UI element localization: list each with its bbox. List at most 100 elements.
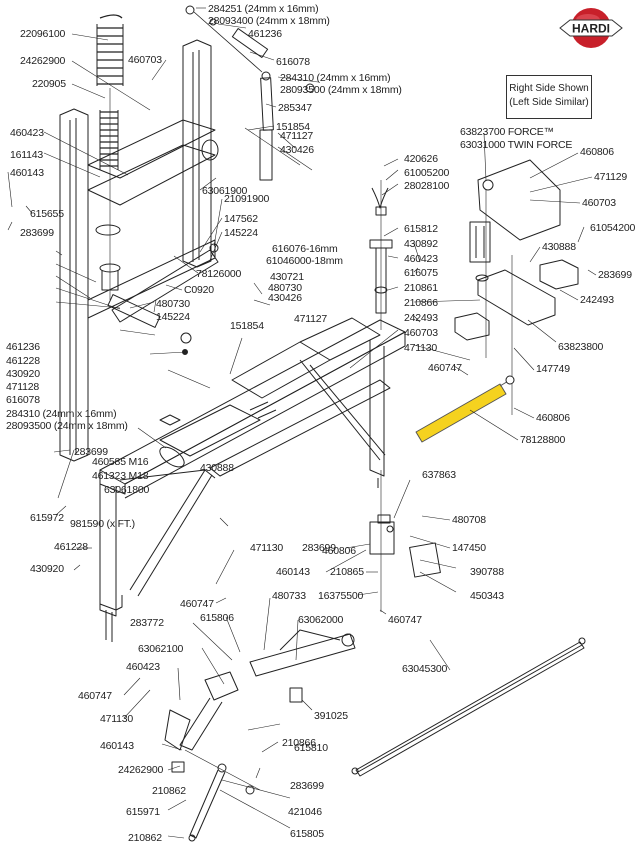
part-label-p460806b: 460806: [536, 412, 570, 424]
part-label-p22096100: 22096100: [20, 28, 66, 40]
part-label-pC0920: C0920: [184, 284, 214, 296]
part-label-p460703c: 460703: [582, 197, 616, 209]
part-label-p461228a: 461228: [6, 355, 40, 367]
part-label-p63823700: 63823700 FORCE™: [460, 126, 554, 138]
part-label-p450343: 450343: [470, 590, 504, 602]
part-label-p63062000: 63062000: [298, 614, 344, 626]
hardi-logo-icon: HARDI: [559, 8, 623, 48]
part-label-p61054200: 61054200: [590, 222, 636, 234]
part-label-p480730b: 480730: [156, 298, 190, 310]
part-label-p430892: 430892: [404, 238, 438, 250]
part-label-p615972: 615972: [30, 512, 64, 524]
part-label-p461228b: 461228: [54, 541, 88, 553]
part-label-p210861: 210861: [404, 282, 438, 294]
part-label-p461236b: 461236: [6, 341, 40, 353]
part-label-p28093400: 28093400 (24mm x 18mm): [208, 15, 330, 27]
part-label-p460143b: 460143: [276, 566, 310, 578]
part-label-p460423c: 460423: [126, 661, 160, 673]
part-label-p283699d: 283699: [302, 542, 336, 554]
part-label-p283699e: 283699: [290, 780, 324, 792]
part-label-p283699c: 283699: [74, 446, 108, 458]
part-label-p460747c: 460747: [180, 598, 214, 610]
part-label-p981590: 981590 (x FT.): [70, 518, 135, 530]
part-label-p210862b: 210862: [128, 832, 162, 844]
part-label-p283772: 283772: [130, 617, 164, 629]
part-label-p637863: 637863: [422, 469, 456, 481]
part-label-p460423a: 460423: [10, 127, 44, 139]
part-label-p461323: 461323 M18: [92, 470, 149, 482]
part-label-p28093500b: 28093500 (24mm x 18mm): [6, 420, 128, 432]
part-label-p460703a: 460703: [128, 54, 162, 66]
orientation-note: Right Side Shown (Left Side Similar): [506, 75, 592, 119]
part-label-p430888a: 430888: [200, 462, 234, 474]
part-label-p63823800: 63823800: [558, 341, 604, 353]
part-label-p471127a: 471127: [280, 130, 314, 142]
part-label-p460703b: 460703: [404, 327, 438, 339]
part-label-p421046: 421046: [288, 806, 322, 818]
part-label-p460585: 460585 M16: [92, 456, 149, 468]
part-label-p210862a: 210862: [152, 785, 186, 797]
part-label-p78128800: 78128800: [520, 434, 566, 446]
part-label-p283699b: 283699: [598, 269, 632, 281]
leader-lines: [7, 7, 597, 839]
part-label-p616076: 616076-16mm: [272, 243, 338, 255]
part-label-p63061900: 63061900: [202, 185, 248, 197]
part-label-p28093500a: 28093500 (24mm x 18mm): [280, 84, 402, 96]
part-label-p480708: 480708: [452, 514, 486, 526]
part-label-p430920b: 430920: [30, 563, 64, 575]
part-label-p151854b: 151854: [230, 320, 264, 332]
part-label-p78126000: 78126000: [196, 268, 242, 280]
part-label-p471128: 471128: [6, 381, 40, 393]
part-label-p220905: 220905: [32, 78, 66, 90]
part-label-p63031000: 63031000 TWIN FORCE: [460, 139, 573, 151]
part-label-p430721: 430721: [270, 271, 304, 283]
part-label-p471130c: 471130: [100, 713, 134, 725]
part-label-p471127b: 471127: [294, 313, 328, 325]
part-label-p24262900a: 24262900: [20, 55, 66, 67]
part-label-p284310b: 284310 (24mm x 16mm): [6, 408, 117, 420]
lower-pivot-block: [369, 514, 441, 578]
cylinder-small: [111, 243, 219, 323]
part-label-p16375500: 16375500: [318, 590, 364, 602]
part-label-p616078a: 616078: [276, 56, 310, 68]
part-label-p147562: 147562: [224, 213, 258, 225]
part-label-p460747d: 460747: [78, 690, 112, 702]
part-label-p430920a: 430920: [6, 368, 40, 380]
part-label-p616078b: 616078: [6, 394, 40, 406]
part-label-p460143c: 460143: [100, 740, 134, 752]
spring-upper: [96, 14, 124, 86]
part-label-p145224b: 145224: [156, 311, 190, 323]
part-label-p242493b: 242493: [580, 294, 614, 306]
part-label-p471129: 471129: [594, 171, 628, 183]
part-label-p430426a: 430426: [280, 144, 314, 156]
part-label-p430888b: 430888: [542, 241, 576, 253]
part-label-p420626: 420626: [404, 153, 438, 165]
part-label-p284310a: 284310 (24mm x 16mm): [280, 72, 391, 84]
part-label-p283699a: 283699: [20, 227, 54, 239]
part-label-p461236a: 461236: [248, 28, 282, 40]
turnbuckle-top: [185, 5, 315, 93]
part-label-p61005200: 61005200: [404, 167, 450, 179]
part-label-p285347: 285347: [278, 102, 312, 114]
part-label-p21091900: 21091900: [224, 193, 270, 205]
part-label-p480730a: 480730: [268, 282, 302, 294]
part-label-p161143: 161143: [10, 149, 44, 161]
part-label-p430426b: 430426: [268, 292, 302, 304]
highlighted-cylinder-78128800: [415, 375, 515, 443]
part-label-p210866b: 210866: [282, 737, 316, 749]
part-label-p147450: 147450: [452, 542, 486, 554]
lower-bracket: [164, 671, 261, 791]
part-label-p61046000: 61046000-18mm: [266, 255, 343, 267]
upright-frame: [59, 39, 219, 462]
part-label-p460747a: 460747: [428, 362, 462, 374]
part-label-p615805: 615805: [290, 828, 324, 840]
part-label-p616075: 616075: [404, 267, 438, 279]
part-label-p242493a: 242493: [404, 312, 438, 324]
part-label-p63062100: 63062100: [138, 643, 184, 655]
part-label-p210866a: 210866: [404, 297, 438, 309]
part-label-p284251: 284251 (24mm x 16mm): [208, 3, 319, 15]
shock-absorber: [259, 71, 274, 181]
part-label-p460747b: 460747: [388, 614, 422, 626]
part-label-p615812: 615812: [404, 223, 438, 235]
part-label-p390788: 390788: [470, 566, 504, 578]
